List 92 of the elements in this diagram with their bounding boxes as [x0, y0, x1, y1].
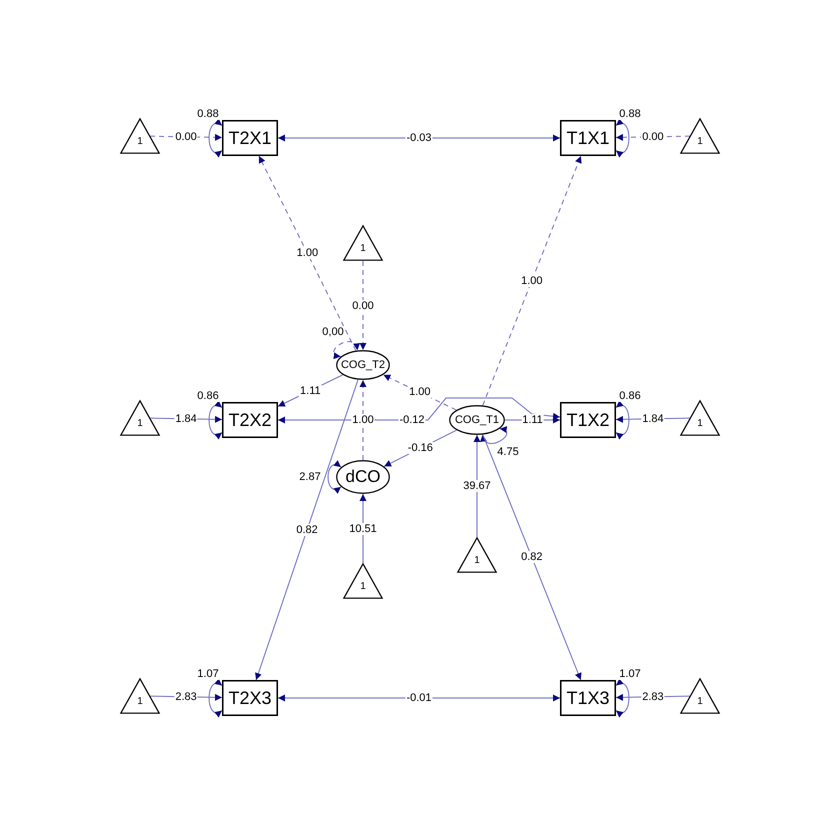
node-label: 1 [136, 696, 144, 708]
variance-loop-arrow [333, 341, 359, 358]
variable-box [222, 402, 278, 438]
intercept-triangle [680, 400, 720, 436]
edge-label: 0.86 [618, 390, 642, 402]
intercept-triangle [680, 678, 720, 714]
variance-loop-arrow [208, 679, 222, 717]
node-label: 1 [359, 581, 367, 592]
path-arrow [150, 416, 222, 423]
variance-loop-arrow [208, 401, 222, 439]
edge-label: 0.00 [174, 130, 198, 143]
node-label: 1 [696, 418, 704, 430]
edge-label: 1.00 [520, 274, 544, 287]
variable-box [560, 402, 616, 438]
edge-label: 1.00 [351, 414, 375, 426]
intercept-triangle [457, 537, 497, 573]
path-arrow [504, 416, 560, 424]
path-arrow [278, 694, 560, 702]
variance-loop-arrow [616, 679, 630, 717]
edge-label: 0.00 [641, 130, 665, 143]
edge-label: 0.86 [196, 390, 220, 402]
edge-label: 1.11 [521, 414, 544, 426]
node-label: 1 [696, 136, 704, 148]
variance-loop-arrow [208, 119, 222, 157]
intercept-triangle [343, 225, 383, 261]
edge-label: 2.83 [174, 690, 198, 703]
latent-ellipse [336, 350, 390, 380]
variable-box [560, 120, 616, 156]
edge-label: -0.16 [406, 442, 434, 454]
node-label: 1 [696, 696, 704, 708]
intercept-triangle [120, 678, 160, 714]
path-arrow [258, 156, 356, 352]
edge-label: 0.82 [295, 524, 319, 536]
edge-label: 0.88 [618, 108, 642, 120]
edge-label: -0.03 [405, 132, 433, 144]
edge-label: 1.07 [618, 668, 642, 680]
node-label: T1X2 [565, 410, 611, 430]
latent-ellipse [336, 460, 390, 494]
node-label: 1 [359, 243, 367, 254]
edge-label: 0.82 [520, 551, 544, 564]
edge-label: 1.84 [174, 412, 198, 425]
variable-box [222, 680, 278, 716]
variance-loop-arrow [481, 427, 508, 444]
edge-label: 1.11 [299, 384, 322, 397]
latent-ellipse [449, 405, 505, 435]
edge-label: 1.84 [641, 412, 665, 425]
edge-label: 1.00 [408, 386, 432, 398]
variable-box [560, 680, 616, 716]
node-label: T2X1 [227, 128, 273, 148]
path-arrow [150, 694, 222, 701]
path-arrow [482, 434, 582, 680]
node-label: 1 [136, 418, 144, 430]
edge-label: -0.12 [398, 414, 426, 426]
node-label: T1X1 [565, 128, 611, 148]
path-arrow [482, 156, 582, 406]
intercept-triangle [120, 400, 160, 436]
variance-loop-arrow [616, 401, 630, 439]
node-label: T1X3 [565, 688, 611, 708]
variance-loop-arrow [328, 460, 342, 494]
edge-label: 1.00 [296, 247, 320, 260]
variable-box [222, 120, 278, 156]
path-arrow [255, 379, 358, 680]
path-arrow [150, 134, 222, 141]
path-arrow [474, 434, 480, 538]
edge-label: 39.67 [462, 480, 492, 492]
path-arrow [278, 374, 344, 407]
node-label: COG_T2 [340, 358, 386, 372]
edge-label: -0.01 [405, 692, 433, 704]
path-arrow [616, 416, 690, 423]
variance-loop-arrow [616, 119, 630, 157]
path-arrow [360, 260, 366, 350]
edge-label: 0.88 [196, 108, 220, 120]
node-label: 1 [473, 555, 481, 566]
edge-label: 10.51 [348, 522, 378, 534]
node-label: T2X2 [227, 410, 273, 430]
node-label: T2X3 [227, 688, 273, 708]
path-arrow [382, 374, 457, 410]
intercept-triangle [680, 118, 720, 154]
path-arrow [616, 134, 690, 141]
path-arrow [360, 380, 366, 460]
edge-label: 0,00 [321, 326, 345, 338]
node-label: dCO [344, 467, 382, 487]
node-label: COG_T1 [454, 414, 500, 426]
intercept-triangle [343, 563, 383, 599]
edge-label: 4.75 [496, 446, 520, 458]
path-arrow [278, 134, 560, 142]
intercept-triangle [120, 118, 160, 154]
node-label: 1 [136, 136, 144, 148]
edge-label: 0.00 [351, 300, 375, 312]
edge-label: 2.87 [298, 471, 322, 483]
edge-label: 1.07 [196, 668, 220, 680]
edge-label: 2.83 [641, 690, 665, 703]
